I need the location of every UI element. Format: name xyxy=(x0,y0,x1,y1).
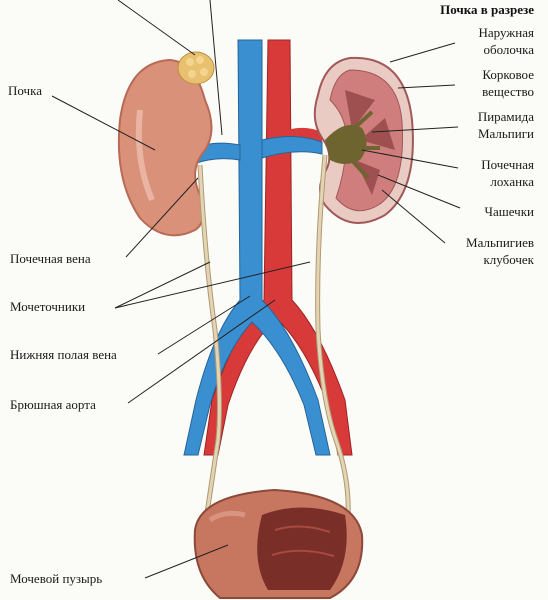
renal-pelvis xyxy=(325,124,367,164)
inferior-vena-cava xyxy=(183,39,331,456)
label-abdominal-aorta: Брюшная аорта xyxy=(10,397,96,412)
label-inferior-vena-cava: Нижняя полая вена xyxy=(10,347,117,362)
label-renal-pelvis: Почечная лоханка xyxy=(481,157,534,189)
left-kidney-highlight xyxy=(135,109,155,202)
label-renal-vein: Почечная вена xyxy=(10,251,91,266)
label-kidney: Почка xyxy=(8,83,42,98)
diagram-title: Почка в разрезе xyxy=(440,2,534,17)
leader-lines xyxy=(51,0,461,579)
label-cortex: Корковое вещество xyxy=(482,67,534,99)
label-glomerulus: Мальпигиев клубочек xyxy=(466,235,534,267)
left-kidney xyxy=(117,58,213,237)
adrenal-gland xyxy=(177,51,215,85)
label-ureters: Мочеточники xyxy=(10,299,86,314)
renal-vein-right xyxy=(261,136,323,159)
label-bladder: Мочевой пузырь xyxy=(10,571,103,586)
label-pyramid: Пирамида Мальпиги xyxy=(477,109,534,141)
renal-pyramid xyxy=(345,90,375,130)
label-outer-capsule: Наружная оболочка xyxy=(478,25,534,57)
label-calyces: Чашечки xyxy=(484,204,535,219)
bladder-interior xyxy=(257,507,347,590)
